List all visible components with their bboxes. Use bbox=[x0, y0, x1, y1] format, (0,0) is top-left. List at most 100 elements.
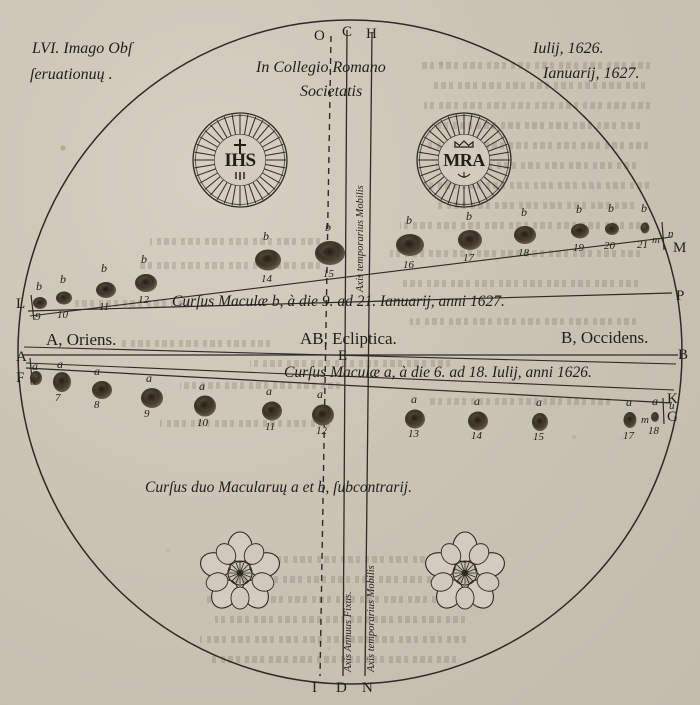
sunspot-a-13-day: 13 bbox=[408, 428, 420, 440]
sunspot-a-8: a 8 bbox=[92, 364, 112, 411]
sunspot-b-12: b 12 bbox=[135, 252, 157, 306]
track-line-F-K bbox=[25, 367, 673, 404]
axis-annuus-fixus-line bbox=[319, 35, 332, 677]
disc-letter-P: P bbox=[676, 288, 684, 304]
caption-bottom-subcontrarii: Curſus duo Macularuų a et b, ſubcontrari… bbox=[145, 479, 412, 496]
sunspot-a-18-glyph: a bbox=[652, 394, 658, 408]
sunspot-b-14: b 14 bbox=[255, 229, 281, 285]
ihs-emblem: IHS bbox=[192, 112, 288, 208]
disc-letter-H: H bbox=[366, 26, 377, 42]
sunspot-a-13: a 13 bbox=[405, 392, 425, 440]
disc-letter-C: C bbox=[342, 24, 352, 40]
solar-disc-circle bbox=[17, 19, 683, 685]
sunspot-a-9-glyph: a bbox=[146, 371, 152, 385]
date-ianuarij-1627: Ianuarij, 1627. bbox=[542, 65, 639, 82]
sunspot-a-6-glyph: a bbox=[32, 359, 38, 373]
ihs-monogram-text: IHS bbox=[224, 150, 255, 171]
label-B-occidens: B, Occidens. bbox=[561, 328, 648, 347]
sunspot-b-11: b 11 bbox=[96, 261, 116, 313]
sunspot-b-20-glyph: b bbox=[608, 201, 614, 215]
macula-a-series: a 6 a 7 a 8 a 9 bbox=[30, 357, 660, 443]
sunspot-b-14-glyph: b bbox=[263, 229, 269, 243]
disc-letter-F: F bbox=[16, 370, 24, 386]
track-line-L-P bbox=[27, 292, 673, 312]
sunspot-a-6-day: 6 bbox=[30, 376, 36, 388]
axis-label-annuus-fixus: Axis Annuus Fixus. bbox=[343, 591, 354, 673]
sunspot-a-12-glyph: a bbox=[317, 387, 323, 401]
sunspot-b-15-glyph: b bbox=[325, 220, 331, 234]
sunspot-a-12-day: 12 bbox=[316, 425, 328, 437]
macula-b-series: b 9 b 10 b 11 b 12 bbox=[33, 201, 650, 323]
sunspot-a-18: a 18 bbox=[648, 394, 660, 437]
disc-letter-D: D bbox=[336, 680, 347, 696]
sunspot-b-11-day: 11 bbox=[99, 301, 109, 313]
sunspot-a-14-glyph: a bbox=[474, 394, 480, 408]
disc-letter-O: O bbox=[314, 28, 325, 44]
rosette-left bbox=[200, 531, 280, 610]
sunspot-a-14-day: 14 bbox=[471, 430, 483, 442]
label-A-oriens: A, Oriens. bbox=[46, 330, 116, 349]
marker-letter-n-upper: n bbox=[668, 228, 674, 240]
sunspot-a-15-glyph: a bbox=[536, 395, 542, 409]
track-line-b-lower bbox=[29, 236, 673, 317]
sunspot-b-19-glyph: b bbox=[576, 202, 582, 216]
sunspot-b-19: b 19 bbox=[571, 202, 589, 254]
sunspot-b-17-day: 17 bbox=[463, 252, 475, 264]
sunspot-a-15-day: 15 bbox=[533, 431, 545, 443]
sunspot-b-18: b 18 bbox=[514, 205, 536, 259]
sunspot-b-18-day: 18 bbox=[518, 247, 530, 259]
disc-letter-E: E bbox=[338, 348, 347, 364]
institution-line1: In Collegio Romano bbox=[255, 59, 386, 76]
axis-label-temporarius-lower: Axis temporarius Mobilis bbox=[366, 565, 377, 673]
marker-letter-u-lower: u bbox=[669, 400, 675, 412]
sunspot-a-8-day: 8 bbox=[94, 399, 100, 411]
sunspot-a-10-glyph: a bbox=[199, 379, 205, 393]
disc-letter-A: A bbox=[16, 349, 27, 365]
sunspot-a-17-day: 17 bbox=[623, 430, 635, 442]
sunspot-a-7-glyph: a bbox=[57, 357, 63, 371]
ihs-cross-icon bbox=[234, 139, 246, 154]
ihs-nails-icon bbox=[235, 172, 245, 180]
marker-letter-m-lower: m bbox=[641, 414, 649, 426]
sunspot-b-19-day: 19 bbox=[573, 242, 585, 254]
track-line-a-upper bbox=[25, 362, 675, 391]
label-AB-ecliptica: AB, Ecliptica. bbox=[300, 329, 397, 348]
disc-letter-B: B bbox=[678, 347, 688, 363]
axis-temporarius-mobilis-lower-line bbox=[364, 31, 373, 677]
disc-letter-K: K bbox=[667, 391, 678, 407]
sunspot-a-17-glyph: a bbox=[626, 395, 632, 409]
sunspot-b-18-glyph: b bbox=[521, 205, 527, 219]
sunspot-a-11-glyph: a bbox=[266, 384, 272, 398]
edge-tick-right-M bbox=[661, 221, 665, 251]
disc-letter-M: M bbox=[673, 240, 686, 256]
plate-title-line2: ſeruationuų . bbox=[30, 66, 113, 83]
sunspot-a-15: a 15 bbox=[532, 395, 548, 443]
sunspot-b-17: b 17 bbox=[458, 209, 482, 264]
sunspot-a-17: a 17 bbox=[623, 395, 637, 442]
sunspot-a-11: a 11 bbox=[262, 384, 282, 433]
mra-crown-icon bbox=[454, 140, 474, 148]
sunspot-b-9-day: 9 bbox=[35, 311, 41, 323]
disc-letter-I: I bbox=[312, 680, 317, 696]
sunspot-b-17-glyph: b bbox=[466, 209, 472, 223]
sunspot-a-9-day: 9 bbox=[144, 408, 150, 420]
sunspot-a-6: a 6 bbox=[30, 359, 42, 388]
sunspot-b-21: b 21 bbox=[637, 201, 650, 251]
sunspot-b-12-day: 12 bbox=[138, 294, 150, 306]
mra-sunburst-icon bbox=[418, 114, 510, 206]
institution-line2: Societatis bbox=[300, 83, 362, 100]
disc-letter-G: G bbox=[667, 409, 678, 425]
sunspot-a-18-day: 18 bbox=[648, 425, 660, 437]
sunspot-a-13-glyph: a bbox=[411, 392, 417, 406]
sunspot-b-12-glyph: b bbox=[141, 252, 147, 266]
sunspot-a-12: a 12 bbox=[312, 387, 334, 437]
sunspot-b-21-glyph: b bbox=[641, 201, 647, 215]
sunspot-b-9-glyph: b bbox=[36, 279, 42, 293]
sunspot-b-10: b 10 bbox=[56, 272, 72, 321]
marker-letter-m-upper: m bbox=[652, 234, 660, 246]
sunspot-a-10: a 10 bbox=[194, 379, 216, 429]
axis-label-temporarius-upper: Axis temporarius Mobilis bbox=[355, 185, 366, 293]
sunspot-a-14: a 14 bbox=[468, 394, 488, 442]
